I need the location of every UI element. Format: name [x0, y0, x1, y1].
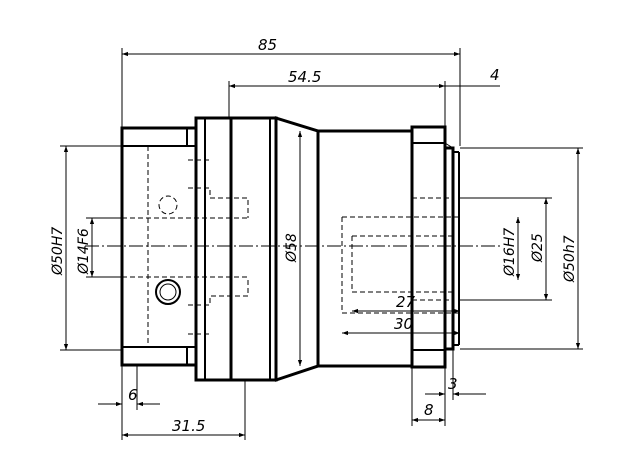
dim-8: 8 [424, 401, 434, 419]
dim-4: 4 [490, 66, 500, 84]
dim-body-diameter: Ø58 [284, 233, 300, 263]
dim-54-5: 54.5 [288, 68, 321, 86]
dim-diameter-25: Ø25 [530, 233, 546, 263]
dim-31-5: 31.5 [172, 417, 205, 435]
dim-30: 30 [394, 315, 413, 333]
dim-bore-right-small: Ø16H7 [502, 228, 518, 277]
dim-85: 85 [258, 36, 277, 54]
dim-27: 27 [396, 293, 416, 311]
dimension-labels: 85 54.5 4 Ø50H7 Ø14F6 Ø58 Ø16H7 Ø25 Ø50h… [50, 36, 578, 435]
set-screw-bottom-icon [155, 279, 181, 305]
part-outline [120, 116, 460, 382]
dim-6: 6 [128, 386, 138, 404]
dim-bore-small: Ø14F6 [76, 228, 92, 275]
dim-3: 3 [448, 375, 458, 393]
dim-bore-left: Ø50H7 [50, 227, 66, 276]
set-screw-top-icon [158, 195, 178, 215]
dim-shaft-right: Ø50h7 [562, 235, 578, 283]
dimension-lines [63, 51, 581, 438]
